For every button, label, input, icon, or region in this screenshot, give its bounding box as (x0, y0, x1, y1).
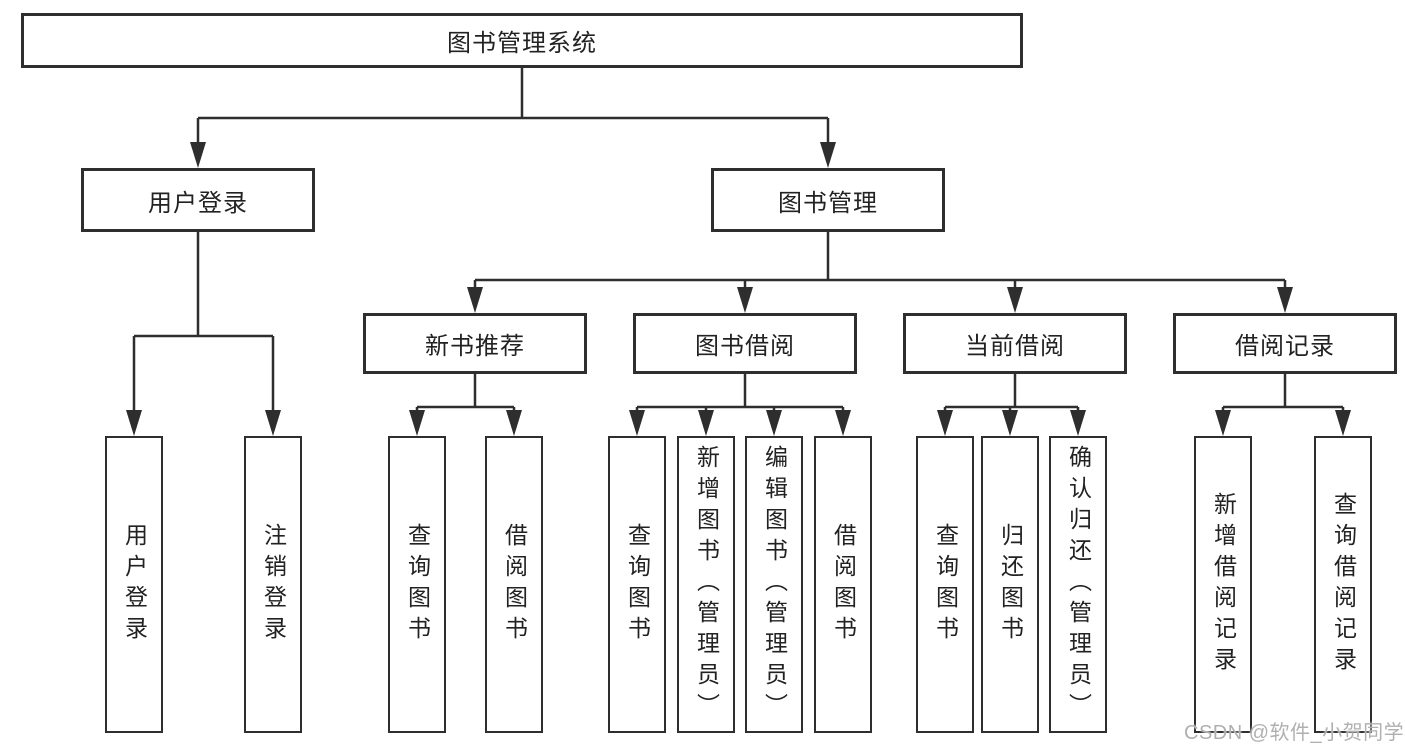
arrow-down-icon (737, 287, 753, 313)
connector-root-to-level2 (196, 68, 830, 146)
connector-borrowrecords-to-leaves (1221, 374, 1345, 414)
leaf-borrow-book-recommend: 借阅图书 (485, 436, 543, 733)
leaf-confirm-return-admin: 确认归还（管理员） (1049, 436, 1107, 733)
node-user-login-label: 用户登录 (148, 189, 248, 217)
connector-bookborrow-to-leaves (635, 374, 845, 414)
arrow-down-icon (1277, 287, 1293, 313)
connector-newbooks-to-leaves (415, 374, 516, 414)
leaf-confirm-return-admin-label: 确认归还（管理员） (1065, 445, 1092, 724)
leaf-borrow-book: 借阅图书 (814, 436, 872, 733)
leaf-add-book-admin: 新增图书（管理员） (677, 436, 735, 733)
leaf-query-book-borrow-label: 查询图书 (624, 522, 651, 647)
leaf-add-borrow-record: 新增借阅记录 (1194, 436, 1252, 733)
arrow-down-icon (265, 410, 281, 436)
leaf-return-book: 归还图书 (981, 436, 1039, 733)
leaf-edit-book-admin-label: 编辑图书（管理员） (761, 445, 788, 724)
leaf-add-book-admin-label: 新增图书（管理员） (693, 445, 720, 724)
arrowheads (126, 142, 1351, 436)
arrow-down-icon (937, 410, 953, 436)
leaf-borrow-book-recommend-label: 借阅图书 (501, 522, 528, 647)
arrow-down-icon (1215, 410, 1231, 436)
csdn-watermark: CSDN @软件_小贺同学 (1184, 722, 1405, 744)
connector-userlogin-to-leaves (132, 232, 275, 414)
node-new-book-recommend: 新书推荐 (363, 313, 587, 374)
arrow-down-icon (1002, 410, 1018, 436)
leaf-query-borrow-record-label: 查询借阅记录 (1330, 491, 1357, 678)
leaf-query-book-current: 查询图书 (916, 436, 974, 733)
leaf-query-book-current-label: 查询图书 (932, 522, 959, 647)
leaf-query-book-recommend-label: 查询图书 (404, 522, 431, 647)
node-current-borrow: 当前借阅 (903, 313, 1127, 374)
leaf-query-book-recommend: 查询图书 (388, 436, 446, 733)
connector-bookmgmt-to-level3 (473, 232, 1287, 291)
node-borrow-records-label: 借阅记录 (1235, 333, 1335, 360)
arrow-down-icon (467, 287, 483, 313)
root-node-label: 图书管理系统 (447, 30, 597, 57)
arrow-down-icon (1335, 410, 1351, 436)
leaf-logout-label: 注销登录 (260, 522, 287, 647)
arrow-down-icon (126, 410, 142, 436)
node-current-borrow-label: 当前借阅 (965, 333, 1065, 360)
arrow-down-icon (190, 142, 206, 168)
node-book-management: 图书管理 (711, 168, 945, 232)
leaf-logout: 注销登录 (244, 436, 302, 733)
arrow-down-icon (409, 410, 425, 436)
arrow-down-icon (1070, 410, 1086, 436)
leaf-user-login: 用户登录 (105, 436, 163, 733)
node-borrow-records: 借阅记录 (1173, 313, 1397, 374)
arrow-down-icon (820, 142, 836, 168)
leaf-return-book-label: 归还图书 (997, 522, 1024, 647)
node-book-borrow: 图书借阅 (633, 313, 857, 374)
arrow-down-icon (698, 410, 714, 436)
connector-currentborrow-to-leaves (943, 374, 1080, 414)
arrow-down-icon (1007, 287, 1023, 313)
arrow-down-icon (506, 410, 522, 436)
node-new-book-recommend-label: 新书推荐 (425, 333, 525, 360)
root-node-system: 图书管理系统 (21, 13, 1023, 68)
leaf-query-borrow-record: 查询借阅记录 (1314, 436, 1372, 733)
leaf-user-login-label: 用户登录 (121, 522, 148, 647)
leaf-borrow-book-label: 借阅图书 (830, 522, 857, 647)
node-book-borrow-label: 图书借阅 (695, 333, 795, 360)
arrow-down-icon (629, 410, 645, 436)
leaf-edit-book-admin: 编辑图书（管理员） (745, 436, 803, 733)
leaf-add-borrow-record-label: 新增借阅记录 (1210, 491, 1237, 678)
arrow-down-icon (766, 410, 782, 436)
node-book-management-label: 图书管理 (778, 189, 878, 217)
leaf-query-book-borrow: 查询图书 (608, 436, 666, 733)
arrow-down-icon (835, 410, 851, 436)
node-user-login: 用户登录 (81, 168, 315, 232)
